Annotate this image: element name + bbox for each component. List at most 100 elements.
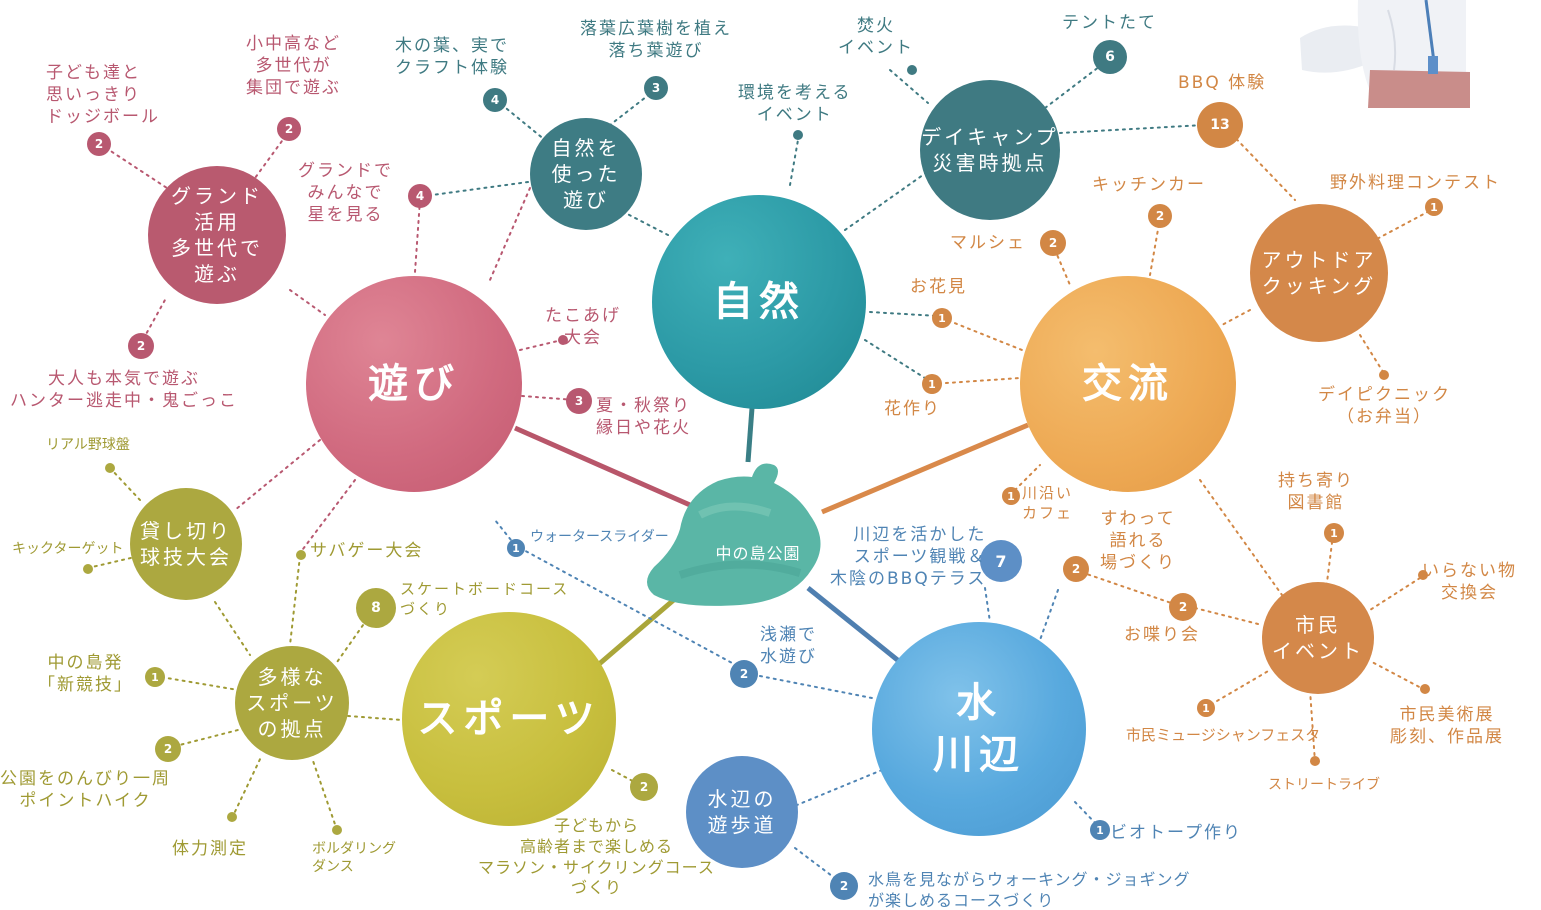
badge: 1	[932, 308, 952, 328]
label-shingi: 中の島発 「新競技」	[38, 653, 133, 696]
label-kawazoi: 川沿い カフェ	[1022, 484, 1074, 522]
label-kawabe-bbq: 川辺を活かした スポーツ観戦＆ 木陰のBBQテラス	[830, 525, 987, 590]
label-konoha: 木の葉、実で クラフト体験	[395, 36, 509, 79]
dot	[1310, 756, 1320, 766]
label-mizudori: 水鳥を見ながらウォーキング・ジョギング が楽しめるコースづくり	[868, 870, 1191, 910]
label-bbq: BBQ 体験	[1178, 73, 1267, 93]
label-ohanami: お花見	[910, 277, 967, 297]
label-kankyo: 環境を考える イベント	[738, 83, 852, 126]
badge: 1	[1002, 487, 1020, 505]
label-otona: 大人も本気で遊ぶ ハンター逃走中・鬼ごっこ	[10, 369, 238, 412]
label-shochuko: 小中高など 多世代が 集団で遊ぶ	[246, 34, 341, 99]
label-museum-fes: 市民ミュージシャンフェスタ	[1126, 726, 1321, 744]
label-takibi: 焚火 イベント	[838, 16, 914, 59]
label-bouldering: ボルダリング ダンス	[312, 841, 396, 876]
label-rakuyo: 落葉広葉樹を植え 落ち葉遊び	[580, 19, 732, 62]
dot	[227, 812, 237, 822]
badge: 4	[408, 184, 432, 208]
label-natsumatsuri: 夏・秋祭り 縁日や花火	[596, 396, 691, 439]
label-hanadukuri: 花作り	[884, 399, 941, 419]
badge: 7	[980, 540, 1022, 582]
dot	[907, 65, 917, 75]
badge: 8	[356, 588, 396, 628]
badge: 1	[1090, 820, 1110, 840]
label-oshaberi: お喋り会	[1124, 625, 1200, 645]
dot	[83, 564, 93, 574]
spoke-play	[513, 425, 692, 508]
dot	[793, 130, 803, 140]
badge: 1	[145, 667, 165, 687]
sub-nature-play: 自然を 使った 遊び	[530, 118, 642, 230]
label-kodomo-course: 子どもから 高齢者まで楽しめる マラソン・サイクリングコース づくり	[478, 816, 715, 898]
label-kickta: キックターゲット	[12, 541, 124, 557]
sub-tayou: 多様な スポーツ の拠点	[235, 646, 349, 760]
dot	[1420, 684, 1430, 694]
label-marche: マルシェ	[950, 233, 1026, 253]
badge: 1	[922, 374, 942, 394]
label-mochiyori: 持ち寄り 図書館	[1278, 471, 1354, 514]
badge: 2	[630, 773, 658, 801]
category-play: 遊び	[306, 276, 522, 492]
badge: 4	[483, 88, 507, 112]
badge: 13	[1197, 102, 1243, 148]
label-yaguai: 野外料理コンテスト	[1330, 173, 1501, 193]
label-biotope: ビオトープ作り	[1110, 823, 1242, 843]
badge: 2	[277, 117, 301, 141]
label-water-slider: ウォータースライダー	[530, 529, 669, 545]
category-sports: スポーツ	[402, 612, 616, 826]
category-nature: 自然	[652, 195, 866, 409]
badge: 2	[87, 132, 111, 156]
label-point-hike: 公園をのんびり一周 ポイントハイク	[0, 769, 171, 812]
category-exchange: 交流	[1020, 276, 1236, 492]
spoke-exchange	[821, 422, 1029, 515]
badge: 2	[830, 872, 858, 900]
badge: 2	[1063, 556, 1089, 582]
center-label: 中の島公園	[715, 544, 801, 563]
dot	[332, 825, 342, 835]
badge: 2	[1169, 593, 1197, 621]
dot	[1418, 570, 1428, 580]
badge: 3	[566, 388, 592, 414]
label-dodgeball: 子ども達と 思いっきり ドッジボール	[46, 63, 160, 128]
dot	[1379, 370, 1389, 380]
label-asase: 浅瀬で 水遊び	[760, 625, 817, 668]
person-photo	[1298, 0, 1474, 108]
badge: 2	[128, 333, 154, 359]
badge: 2	[1148, 204, 1172, 228]
label-sabage: サバゲー大会	[310, 541, 424, 561]
label-bijutsu: 市民美術展 彫刻、作品展	[1390, 705, 1504, 748]
badge: 1	[1324, 523, 1344, 543]
badge: 3	[644, 76, 668, 100]
label-hoshi: グランドで みんなで 星を見る	[298, 161, 393, 226]
dot	[105, 463, 115, 473]
sub-outdoor: アウトドア クッキング	[1250, 204, 1388, 342]
dot	[558, 335, 568, 345]
label-suwatte: すわって 語れる 場づくり	[1100, 509, 1176, 574]
dot	[296, 550, 306, 560]
label-real-yakyu: リアル野球盤	[46, 437, 130, 453]
label-iranai: いらない物 交換会	[1422, 561, 1517, 604]
spoke-water	[806, 586, 902, 664]
category-water: 水 川辺	[872, 622, 1086, 836]
label-tairyoku: 体力測定	[172, 839, 248, 859]
badge: 2	[730, 660, 758, 688]
label-picnic: デイピクニック （お弁当）	[1318, 385, 1451, 428]
sub-mizube: 水辺の 遊歩道	[686, 756, 798, 868]
label-kitchen: キッチンカー	[1092, 175, 1206, 195]
badge: 6	[1093, 40, 1127, 74]
badge: 1	[1197, 699, 1215, 717]
label-tent: テントたて	[1062, 13, 1157, 33]
label-takoage: たこあげ 大会	[545, 306, 621, 349]
badge: 2	[155, 736, 181, 762]
park-shape	[647, 463, 821, 606]
spoke-nature	[745, 407, 755, 463]
label-street-live: ストリートライブ	[1268, 777, 1380, 793]
sub-ground: グランド 活用 多世代で 遊ぶ	[148, 166, 286, 304]
sub-daycamp: デイキャンプ 災害時拠点	[920, 80, 1060, 220]
sub-kashikiri: 貸し切り 球技大会	[130, 488, 242, 600]
badge: 1	[1425, 198, 1443, 216]
badge: 1	[507, 539, 525, 557]
label-skateboard: スケートボードコース づくり	[400, 580, 570, 618]
badge: 2	[1040, 230, 1066, 256]
